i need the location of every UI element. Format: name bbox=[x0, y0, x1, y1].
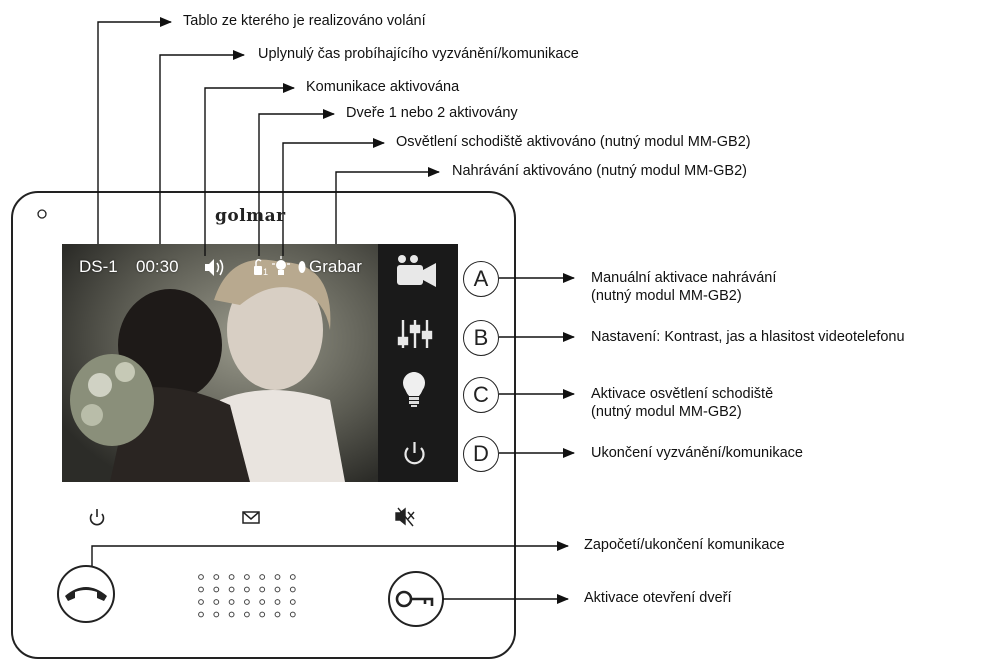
screen-panel-label: DS-1 bbox=[79, 257, 118, 276]
callout-elapsed-time: Uplynulý čas probíhajícího vyzvánění/kom… bbox=[258, 46, 579, 62]
speaker-icon bbox=[205, 259, 224, 276]
side-callout-lines bbox=[499, 273, 575, 458]
grille-hole bbox=[289, 586, 296, 593]
callout-c-line2: (nutný modul MM-GB2) bbox=[591, 404, 742, 420]
callout-recording-active: Nahrávání aktivováno (nutný modul MM-GB2… bbox=[452, 163, 747, 179]
callout-b-line1: Nastavení: Kontrast, jas a hlasitost vid… bbox=[591, 329, 905, 345]
power-icon[interactable] bbox=[404, 442, 425, 465]
callout-communication-active: Komunikace aktivována bbox=[306, 79, 460, 95]
callout-a-line2: (nutný modul MM-GB2) bbox=[591, 288, 742, 304]
screen-elapsed-time: 00:30 bbox=[136, 257, 179, 276]
button-b[interactable]: B bbox=[463, 320, 499, 356]
svg-text:1: 1 bbox=[263, 267, 268, 277]
callout-a-line1: Manuální aktivace nahrávání bbox=[591, 270, 777, 286]
grille-hole bbox=[259, 586, 266, 593]
light-icon bbox=[272, 256, 290, 275]
grille-hole bbox=[289, 611, 296, 618]
grille-hole bbox=[274, 611, 281, 618]
mute-icon[interactable] bbox=[395, 507, 415, 527]
grille-hole bbox=[213, 611, 220, 618]
grille-hole bbox=[198, 586, 204, 593]
callout-d-line1: Ukončení vyzvánění/komunikace bbox=[591, 445, 803, 461]
grille-hole bbox=[259, 611, 266, 618]
lock-icon: 1 bbox=[254, 258, 268, 277]
button-a[interactable]: A bbox=[463, 261, 499, 297]
grille-hole bbox=[244, 574, 250, 580]
callout-d: Ukončení vyzvánění/komunikace bbox=[591, 444, 803, 462]
rec-mic-icon bbox=[298, 261, 306, 273]
mail-icon[interactable] bbox=[242, 511, 260, 524]
grille-hole bbox=[244, 586, 250, 593]
grille-hole bbox=[198, 599, 204, 605]
callout-panel-source: Tablo ze kterého je realizováno volání bbox=[183, 13, 426, 29]
grille-hole bbox=[289, 599, 296, 605]
brand-logo: golmar bbox=[215, 206, 286, 226]
bulb-icon[interactable] bbox=[403, 372, 425, 407]
handset-callout-line bbox=[91, 541, 569, 566]
grille-hole bbox=[228, 599, 235, 605]
callout-door-active: Dveře 1 nebo 2 aktivovány bbox=[346, 105, 518, 121]
callout-c: Aktivace osvětlení schodiště (nutný modu… bbox=[591, 385, 773, 421]
top-callout-lines bbox=[97, 17, 440, 256]
callout-door-open: Aktivace otevření dveří bbox=[584, 590, 732, 606]
sliders-icon[interactable] bbox=[397, 320, 433, 348]
door-key-button[interactable] bbox=[388, 571, 444, 627]
grille-hole bbox=[213, 574, 220, 580]
grille-hole bbox=[259, 574, 266, 580]
grille-hole bbox=[228, 574, 235, 580]
callout-b: Nastavení: Kontrast, jas a hlasitost vid… bbox=[591, 328, 905, 346]
video-people bbox=[70, 259, 345, 482]
handset-button[interactable] bbox=[57, 565, 115, 623]
button-c[interactable]: C bbox=[463, 377, 499, 413]
button-d[interactable]: D bbox=[463, 436, 499, 472]
grille-hole bbox=[274, 599, 281, 605]
grille-hole bbox=[228, 586, 235, 593]
power-small-icon[interactable] bbox=[89, 509, 105, 526]
speaker-grille bbox=[198, 574, 296, 618]
screen-record-text: Grabar bbox=[309, 257, 362, 276]
grille-hole bbox=[289, 574, 296, 580]
callout-handset: Započetí/ukončení komunikace bbox=[584, 537, 785, 553]
grille-hole bbox=[259, 599, 266, 605]
grille-hole bbox=[244, 611, 250, 618]
camera-icon[interactable] bbox=[397, 255, 436, 287]
grille-hole bbox=[198, 611, 204, 618]
grille-hole bbox=[244, 599, 250, 605]
camera-lens bbox=[37, 209, 47, 219]
callout-c-line1: Aktivace osvětlení schodiště bbox=[591, 386, 774, 402]
grille-hole bbox=[198, 574, 204, 580]
grille-hole bbox=[213, 586, 220, 593]
grille-hole bbox=[274, 574, 281, 580]
grille-hole bbox=[213, 599, 220, 605]
grille-hole bbox=[228, 611, 235, 618]
callout-a: Manuální aktivace nahrávání (nutný modul… bbox=[591, 269, 776, 305]
grille-hole bbox=[274, 586, 281, 593]
callout-stair-light-active: Osvětlení schodiště aktivováno (nutný mo… bbox=[396, 134, 751, 150]
